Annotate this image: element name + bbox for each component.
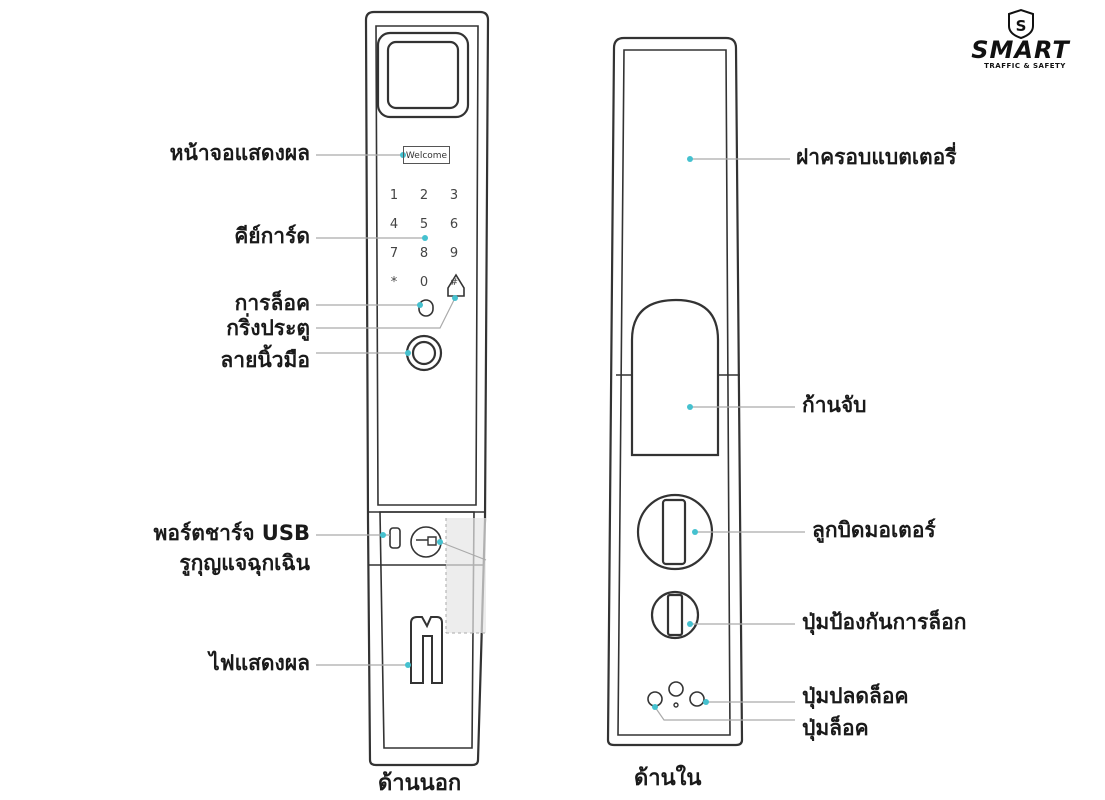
brand-logo-mark: S xyxy=(1008,8,1034,40)
label-motor-knob: ลูกบิดมอเตอร์ xyxy=(812,518,936,542)
dot-motor-knob xyxy=(692,529,698,535)
dot-doorbell xyxy=(452,295,458,301)
key-6: 6 xyxy=(449,217,459,232)
dot-usb xyxy=(380,532,386,538)
key-5: 5 xyxy=(419,217,429,232)
dot-handle xyxy=(687,404,693,410)
unlock-button-icon xyxy=(689,691,705,707)
label-fingerprint: ลายนิ้วมือ xyxy=(220,348,310,372)
anti-lock-button-bar xyxy=(666,593,684,637)
outer-camera xyxy=(376,31,470,119)
dot-lock-button xyxy=(652,704,658,710)
dot-lock xyxy=(417,302,423,308)
key-4: 4 xyxy=(389,217,399,232)
indicator-light-icon xyxy=(410,616,443,684)
label-battery-cover: ฝาครอบแบตเตอรี่ xyxy=(796,145,957,169)
dot-anti-lock xyxy=(687,621,693,627)
label-keyhole: รูกุญแจฉุกเฉิน xyxy=(179,551,310,575)
label-doorbell: กริ่งประตู xyxy=(226,316,310,340)
outer-lock-body xyxy=(364,10,490,767)
dot-battery-cover xyxy=(687,156,693,162)
dot-keyhole xyxy=(437,539,443,545)
caption-outer: ด้านนอก xyxy=(378,771,462,796)
key-star: * xyxy=(390,275,398,290)
lock-key-icon xyxy=(418,299,434,317)
label-anti-lock: ปุ่มป้องกันการล็อก xyxy=(802,610,967,634)
label-unlock-button: ปุ่มปลดล็อค xyxy=(802,684,909,708)
key-9: 9 xyxy=(449,246,459,261)
dot-keypad xyxy=(422,235,428,241)
leader-lock-button xyxy=(654,706,795,721)
dot-unlock xyxy=(703,699,709,705)
dot-fingerprint xyxy=(405,350,411,356)
label-lock-button: ปุ่มล็อค xyxy=(802,716,869,740)
lock-button-icon xyxy=(647,691,663,707)
usb-port-icon xyxy=(389,527,401,549)
key-2: 2 xyxy=(419,188,429,203)
brand-tagline: TRAFFIC & SAFETY xyxy=(984,62,1066,70)
reset-hole xyxy=(673,702,679,708)
key-icon xyxy=(416,536,437,546)
key-7: 7 xyxy=(389,246,399,261)
label-lock: การล็อค xyxy=(234,291,310,315)
doorbell-icon xyxy=(447,273,465,297)
brand-name: SMART xyxy=(971,36,1070,64)
outer-shade xyxy=(446,518,486,633)
key-0: 0 xyxy=(419,275,429,290)
label-usb: พอร์ตชาร์จ USB xyxy=(153,521,311,545)
dot-indicator xyxy=(405,662,411,668)
key-3: 3 xyxy=(449,188,459,203)
label-indicator: ไฟแสดงผล xyxy=(209,651,310,675)
inner-handle xyxy=(630,298,720,457)
svg-text:S: S xyxy=(1016,17,1027,35)
key-hash: # xyxy=(449,277,459,288)
key-1: 1 xyxy=(389,188,399,203)
fingerprint-sensor-inner xyxy=(411,340,437,366)
center-screw xyxy=(668,681,684,697)
label-keypad: คีย์การ์ด xyxy=(234,224,310,248)
brand-logo: SMART TRAFFIC & SAFETY xyxy=(948,8,1093,70)
anti-lock-button xyxy=(650,590,700,640)
outer-camera-lens xyxy=(386,40,460,110)
label-handle: ก้านจับ xyxy=(802,393,867,417)
welcome-screen: Welcome xyxy=(403,146,450,164)
leader-doorbell xyxy=(316,297,456,329)
leader-keyhole xyxy=(439,541,487,561)
label-display: หน้าจอแสดงผล xyxy=(169,141,310,165)
caption-inner: ด้านใน xyxy=(634,766,702,791)
key-8: 8 xyxy=(419,246,429,261)
motor-knob-bar xyxy=(661,498,687,566)
